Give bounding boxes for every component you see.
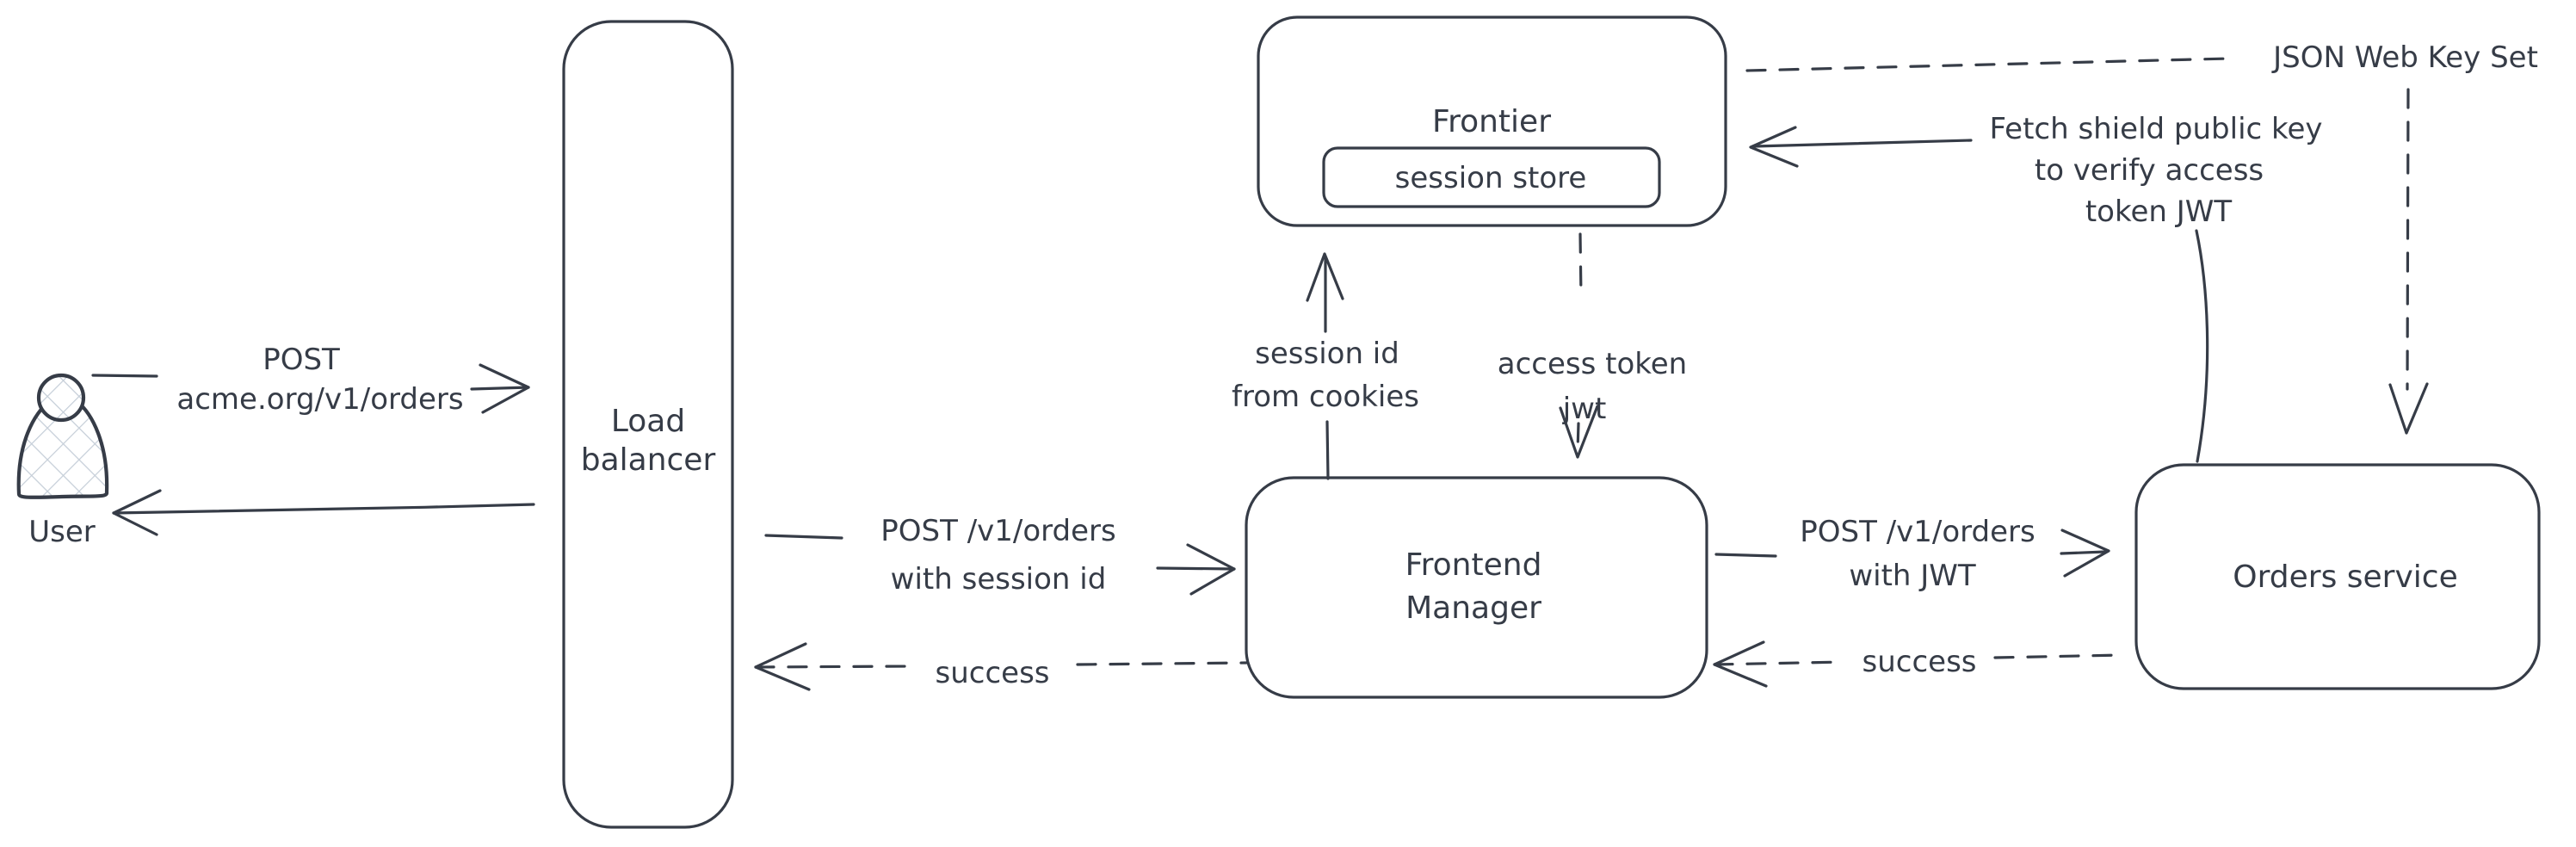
lb-to-fm-label-line1: POST /v1/orders <box>880 514 1115 548</box>
lb-to-fm-arrow <box>764 534 1236 596</box>
fm-to-orders-label-line2: with JWT <box>1849 559 1976 593</box>
fm-to-frontier-arrow <box>1306 252 1344 480</box>
frontend-manager-box <box>1245 476 1708 699</box>
jwks-to-orders-arrow <box>2388 88 2429 435</box>
user-label: User <box>28 515 96 549</box>
frontier-label: Frontier <box>1432 104 1551 139</box>
load-balancer-box <box>562 20 734 829</box>
fm-to-lb-success-label: success <box>936 656 1050 690</box>
frontend-manager-label-line1: Frontend <box>1405 547 1542 583</box>
session-store-box <box>1322 146 1661 208</box>
orders-to-frontier-label-line1: Fetch shield public key <box>1989 112 2322 146</box>
load-balancer-label-line1: Load <box>611 404 685 439</box>
orders-to-frontier-arrow <box>1749 126 2209 463</box>
orders-service-label: Orders service <box>2233 560 2457 595</box>
user-to-lb-arrow <box>91 363 530 414</box>
fm-to-frontier-label-line1: session id <box>1255 337 1399 371</box>
fm-to-orders-label-line1: POST /v1/orders <box>1800 515 2035 549</box>
orders-service-box <box>2134 463 2541 690</box>
user-icon <box>16 373 109 499</box>
frontier-to-fm-label-line2: jwt <box>1562 392 1607 426</box>
session-store-label: session store <box>1395 161 1587 195</box>
fm-to-frontier-label-line2: from cookies <box>1232 380 1419 414</box>
user-to-lb-label-line2: acme.org/v1/orders <box>176 382 463 417</box>
orders-to-fm-success-label: success <box>1863 645 1977 679</box>
user-icon-body <box>16 393 109 499</box>
orders-to-frontier-label-line3: token JWT <box>2085 195 2233 229</box>
lb-to-fm-label-line2: with session id <box>891 562 1107 597</box>
frontend-manager-label-line2: Manager <box>1405 590 1541 626</box>
frontier-to-fm-arrow <box>1559 232 1599 459</box>
load-balancer-label-line2: balancer <box>581 442 716 478</box>
jwks-label: JSON Web Key Set <box>2271 40 2538 75</box>
jwks-dashed-line <box>1745 57 2231 72</box>
user-to-lb-label-line1: POST <box>263 343 340 377</box>
fm-to-orders-arrow <box>1714 529 2110 578</box>
orders-to-fm-success-arrow <box>1713 640 2123 688</box>
fm-to-lb-success-arrow <box>754 642 1248 691</box>
orders-to-frontier-label-line2: to verify access <box>2035 153 2264 188</box>
user-icon-head <box>36 373 86 423</box>
frontier-to-fm-label-line1: access token <box>1498 347 1687 381</box>
lb-to-user-arrow <box>112 489 535 536</box>
